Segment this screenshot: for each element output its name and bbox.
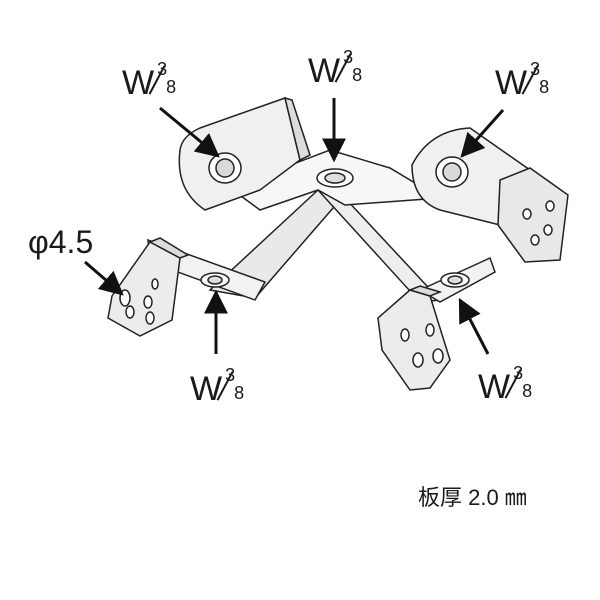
right-ear (411, 127, 569, 263)
leader-arrows (84, 98, 505, 355)
left-tab (107, 237, 190, 337)
label-w-top-right: W38 (495, 60, 550, 102)
label-w-top-center: W38 (308, 48, 363, 90)
arrow-bottom-right (458, 297, 490, 355)
left-ear (178, 96, 311, 211)
label-plate-thickness: 板厚 2.0 ㎜ (418, 485, 527, 510)
label-w-bottom-left: W38 (190, 366, 245, 408)
label-w-bottom-right: W38 (478, 364, 533, 406)
arrow-top-right (460, 109, 505, 158)
arrow-phi (84, 260, 124, 296)
right-tab (377, 285, 451, 391)
label-w-top-left: W38 (122, 60, 177, 102)
label-hole-diameter: φ4.5 (28, 224, 94, 260)
arrow-top-left (159, 106, 220, 158)
